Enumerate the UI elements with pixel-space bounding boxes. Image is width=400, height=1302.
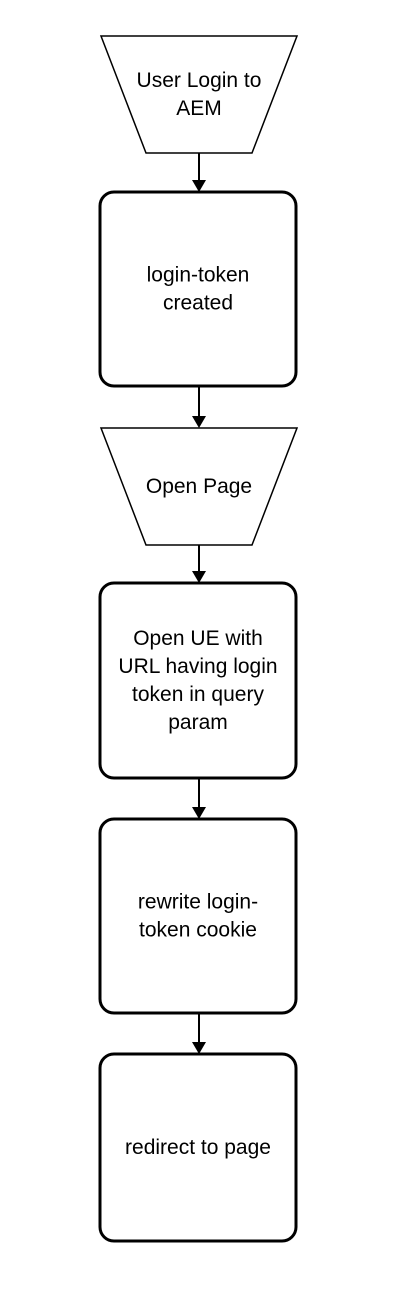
node-label-line: rewrite login- xyxy=(138,891,258,914)
edges-layer xyxy=(192,153,206,1054)
arrowhead-icon xyxy=(192,416,206,428)
process-box-shape xyxy=(98,190,298,388)
arrowhead-icon xyxy=(192,807,206,819)
node-label-line: created xyxy=(163,292,233,315)
node-user-login: User Login to AEM xyxy=(99,35,299,154)
node-open-page: Open Page xyxy=(99,427,299,546)
node-label-line: URL having login xyxy=(118,655,277,678)
edge-login-token-created-to-open-page xyxy=(192,386,206,428)
node-rewrite-cookie: rewrite login-token cookie xyxy=(98,817,298,1015)
node-login-token-created: login-token created xyxy=(98,190,298,388)
edge-rewrite-cookie-to-redirect xyxy=(192,1013,206,1054)
node-label-line: login-token xyxy=(147,264,250,287)
process-box-shape xyxy=(98,581,298,780)
node-label-line: User Login to xyxy=(137,69,262,92)
node-label-line: token cookie xyxy=(139,919,257,942)
node-redirect: redirect to page xyxy=(98,1052,298,1243)
node-label-line: Open UE with xyxy=(133,627,263,650)
edge-open-page-to-open-ue xyxy=(192,545,206,583)
node-label-line: redirect to page xyxy=(125,1136,271,1159)
node-label-line: param xyxy=(168,711,228,734)
node-label-line: Open Page xyxy=(146,475,252,498)
trapezoid-shape xyxy=(99,427,299,546)
edge-user-login-to-login-token-created xyxy=(192,153,206,192)
edge-open-ue-to-rewrite-cookie xyxy=(192,778,206,819)
process-box-shape xyxy=(98,817,298,1015)
arrowhead-icon xyxy=(192,180,206,192)
arrowhead-icon xyxy=(192,571,206,583)
node-label-line: token in query xyxy=(132,683,264,706)
trapezoid-shape xyxy=(99,35,299,154)
process-box-shape xyxy=(98,1052,298,1243)
node-label-line: AEM xyxy=(176,97,222,120)
arrowhead-icon xyxy=(192,1042,206,1054)
